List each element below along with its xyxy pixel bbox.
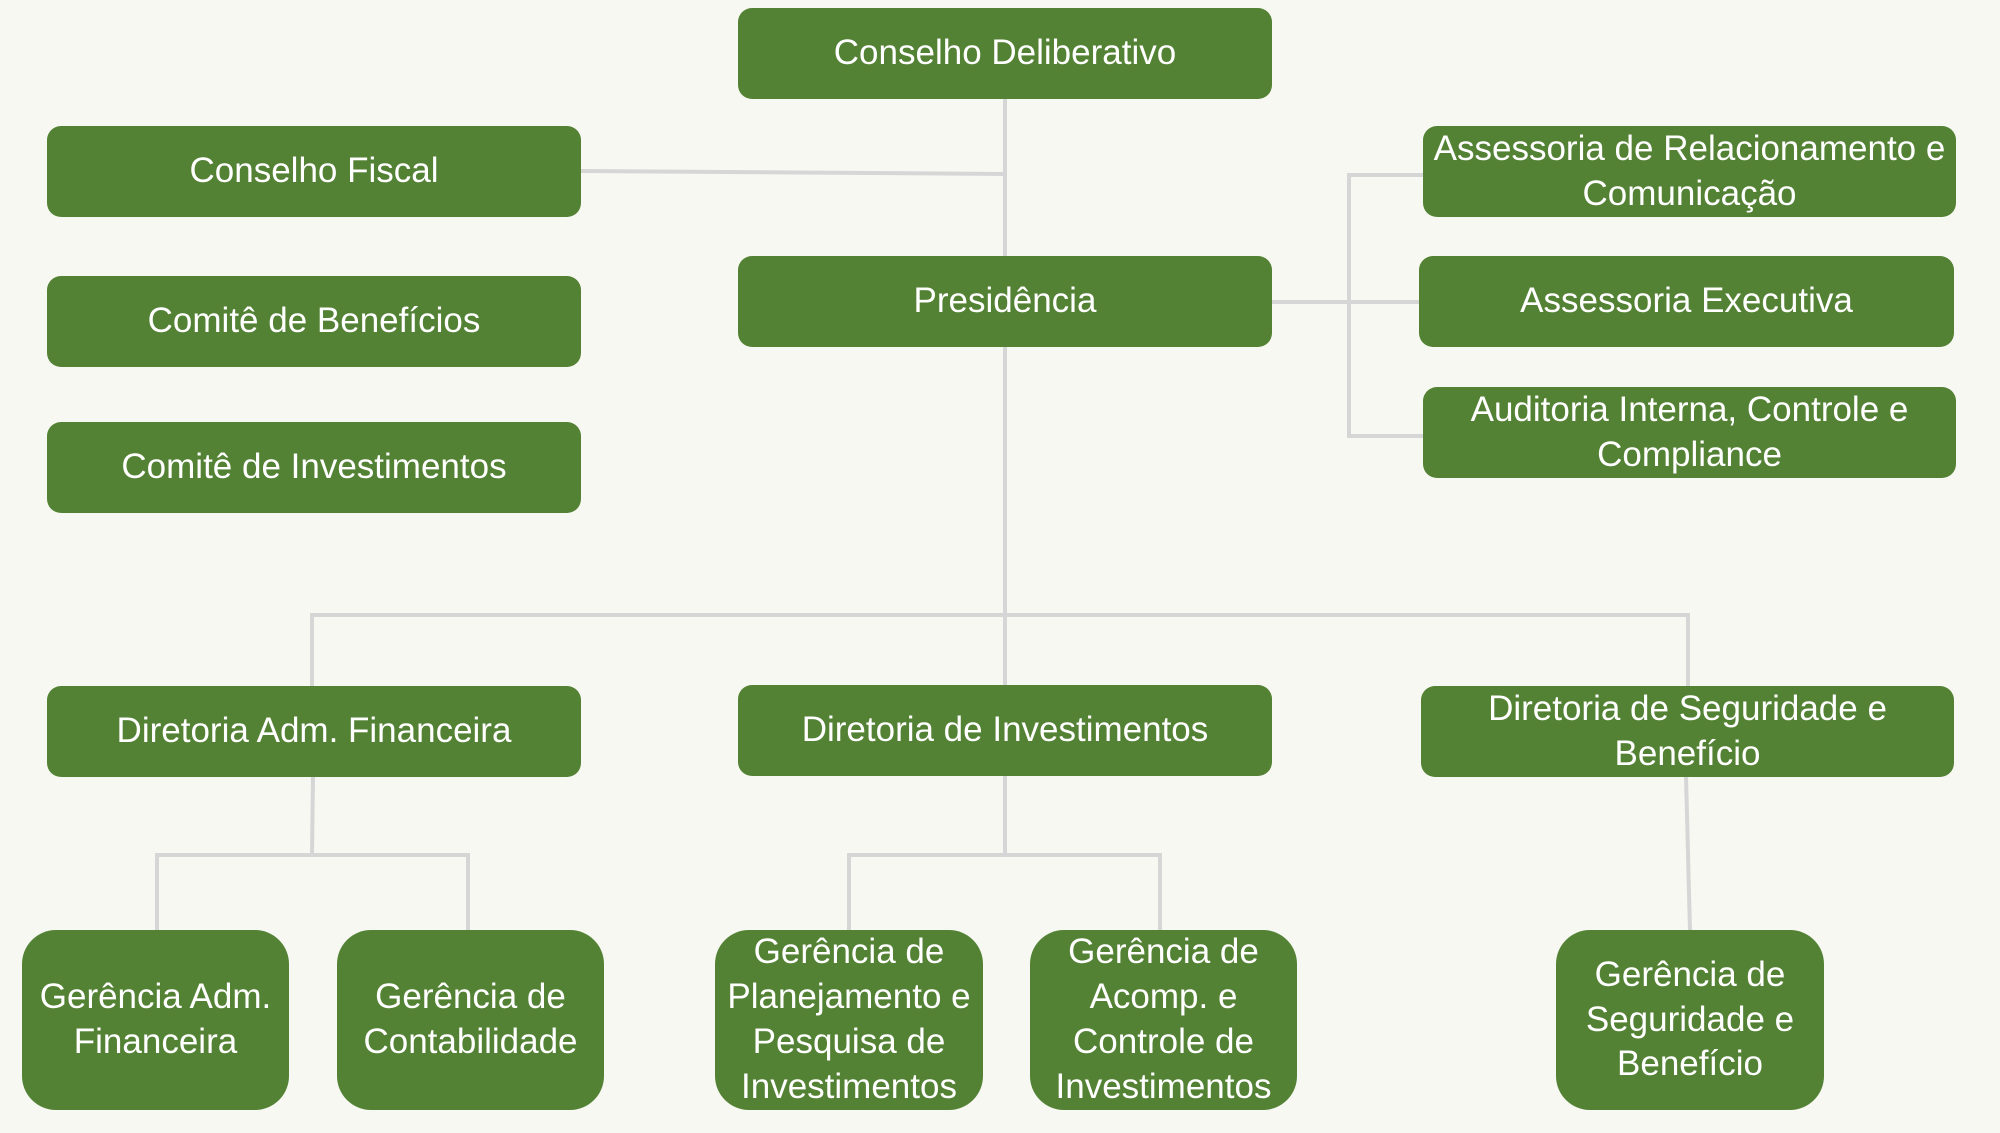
unit-label: Auditoria Interna, Controle e Compliance [1470,389,1909,474]
unit-comite-investimentos[interactable]: Comitê de Investimentos [47,422,581,513]
unit-presidencia[interactable]: Presidência [738,256,1272,347]
unit-gerencia-seguridade[interactable]: Gerência de Seguridade e Benefício [1556,930,1824,1110]
unit-label: Gerência Adm. Financeira [39,977,272,1061]
unit-gerencia-acomp-controle[interactable]: Gerência de Acomp. e Controle de Investi… [1030,930,1297,1110]
unit-label: Gerência de Acomp. e Controle de Investi… [1055,932,1272,1106]
unit-label: Presidência [913,281,1097,321]
unit-label: Diretoria Adm. Financeira [116,711,512,751]
unit-diretoria-adm-financeira[interactable]: Diretoria Adm. Financeira [47,686,581,777]
unit-diretoria-investimentos[interactable]: Diretoria de Investimentos [738,685,1272,776]
unit-label: Gerência de Seguridade e Benefício [1585,954,1795,1084]
unit-conselho-deliberativo[interactable]: Conselho Deliberativo [738,8,1272,99]
unit-label: Assessoria de Relacionamento e Comunicaç… [1433,128,1946,213]
unit-assessoria-executiva[interactable]: Assessoria Executiva [1419,256,1954,347]
unit-conselho-fiscal[interactable]: Conselho Fiscal [47,126,581,217]
unit-label: Assessoria Executiva [1520,281,1853,321]
unit-label: Diretoria de Seguridade e Benefício [1488,688,1887,773]
connector-seguridade-down [1683,773,1693,934]
unit-diretoria-seguridade[interactable]: Diretoria de Seguridade e Benefício [1421,686,1954,777]
unit-label: Comitê de Benefícios [147,301,481,341]
connector-fiscal [579,168,1008,177]
unit-comite-beneficios[interactable]: Comitê de Benefícios [47,276,581,367]
connector-adm-down [309,773,316,858]
unit-assessoria-relacionamento[interactable]: Assessoria de Relacionamento e Comunicaç… [1423,126,1956,217]
unit-auditoria-interna[interactable]: Auditoria Interna, Controle e Compliance [1423,387,1956,478]
unit-label: Gerência de Contabilidade [363,977,578,1061]
unit-label: Conselho Fiscal [189,151,439,191]
unit-gerencia-planejamento[interactable]: Gerência de Planejamento e Pesquisa de I… [715,930,983,1110]
unit-gerencia-contabilidade[interactable]: Gerência de Contabilidade [337,930,604,1110]
unit-label: Comitê de Investimentos [121,447,507,487]
unit-label: Gerência de Planejamento e Pesquisa de I… [727,932,971,1106]
unit-label: Conselho Deliberativo [833,33,1177,73]
unit-gerencia-adm-financeira[interactable]: Gerência Adm. Financeira [22,930,289,1110]
unit-label: Diretoria de Investimentos [801,710,1209,750]
